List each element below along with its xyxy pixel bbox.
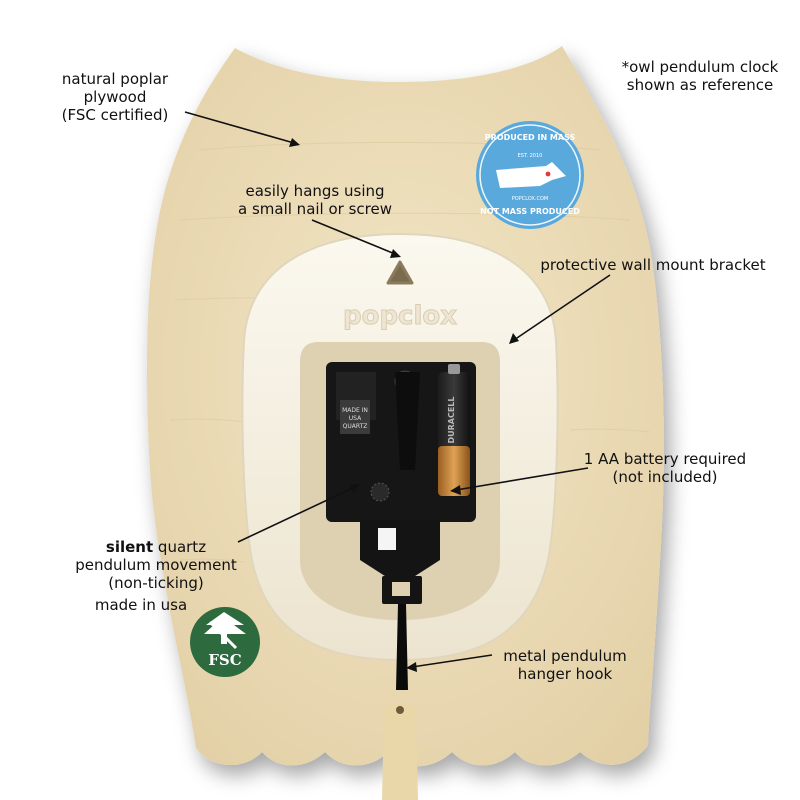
svg-text:PRODUCED IN MASS: PRODUCED IN MASS <box>485 133 576 142</box>
label-made-in-usa: made in usa <box>94 596 188 614</box>
svg-text:NOT MASS PRODUCED: NOT MASS PRODUCED <box>480 207 580 216</box>
svg-text:FSC: FSC <box>208 651 241 669</box>
svg-text:QUARTZ: QUARTZ <box>343 423 368 430</box>
hanging-hole <box>386 260 414 285</box>
quartz-movement: MADE IN USA QUARTZ DURACELL <box>326 362 476 690</box>
svg-text:POPCLOX.COM: POPCLOX.COM <box>512 196 548 202</box>
svg-text:MADE IN: MADE IN <box>342 407 368 414</box>
fsc-logo: FSC <box>190 607 260 677</box>
svg-text:DURACELL: DURACELL <box>447 396 456 443</box>
svg-text:EST. 2010: EST. 2010 <box>518 153 543 159</box>
label-reference: *owl pendulum clock shown as reference <box>621 58 779 94</box>
callout-arrows <box>184 111 611 672</box>
embossed-brand: popclox <box>343 301 457 331</box>
pendulum-stick <box>382 702 418 800</box>
produced-in-mass-badge: PRODUCED IN MASS EST. 2010 POPCLOX.COM N… <box>476 121 584 229</box>
label-hang: easily hangs using a small nail or screw <box>238 182 392 218</box>
label-hook: metal pendulum hanger hook <box>503 647 627 683</box>
label-bracket: protective wall mount bracket <box>540 256 766 274</box>
label-plywood: natural poplar plywood (FSC certified) <box>61 70 169 124</box>
svg-text:USA: USA <box>349 415 362 422</box>
label-movement: silent quartz pendulum movement (non-tic… <box>75 538 237 592</box>
label-battery: 1 AA battery required (not included) <box>583 450 747 486</box>
silent-emphasis: silent <box>105 538 154 556</box>
aa-battery: DURACELL <box>438 364 470 496</box>
